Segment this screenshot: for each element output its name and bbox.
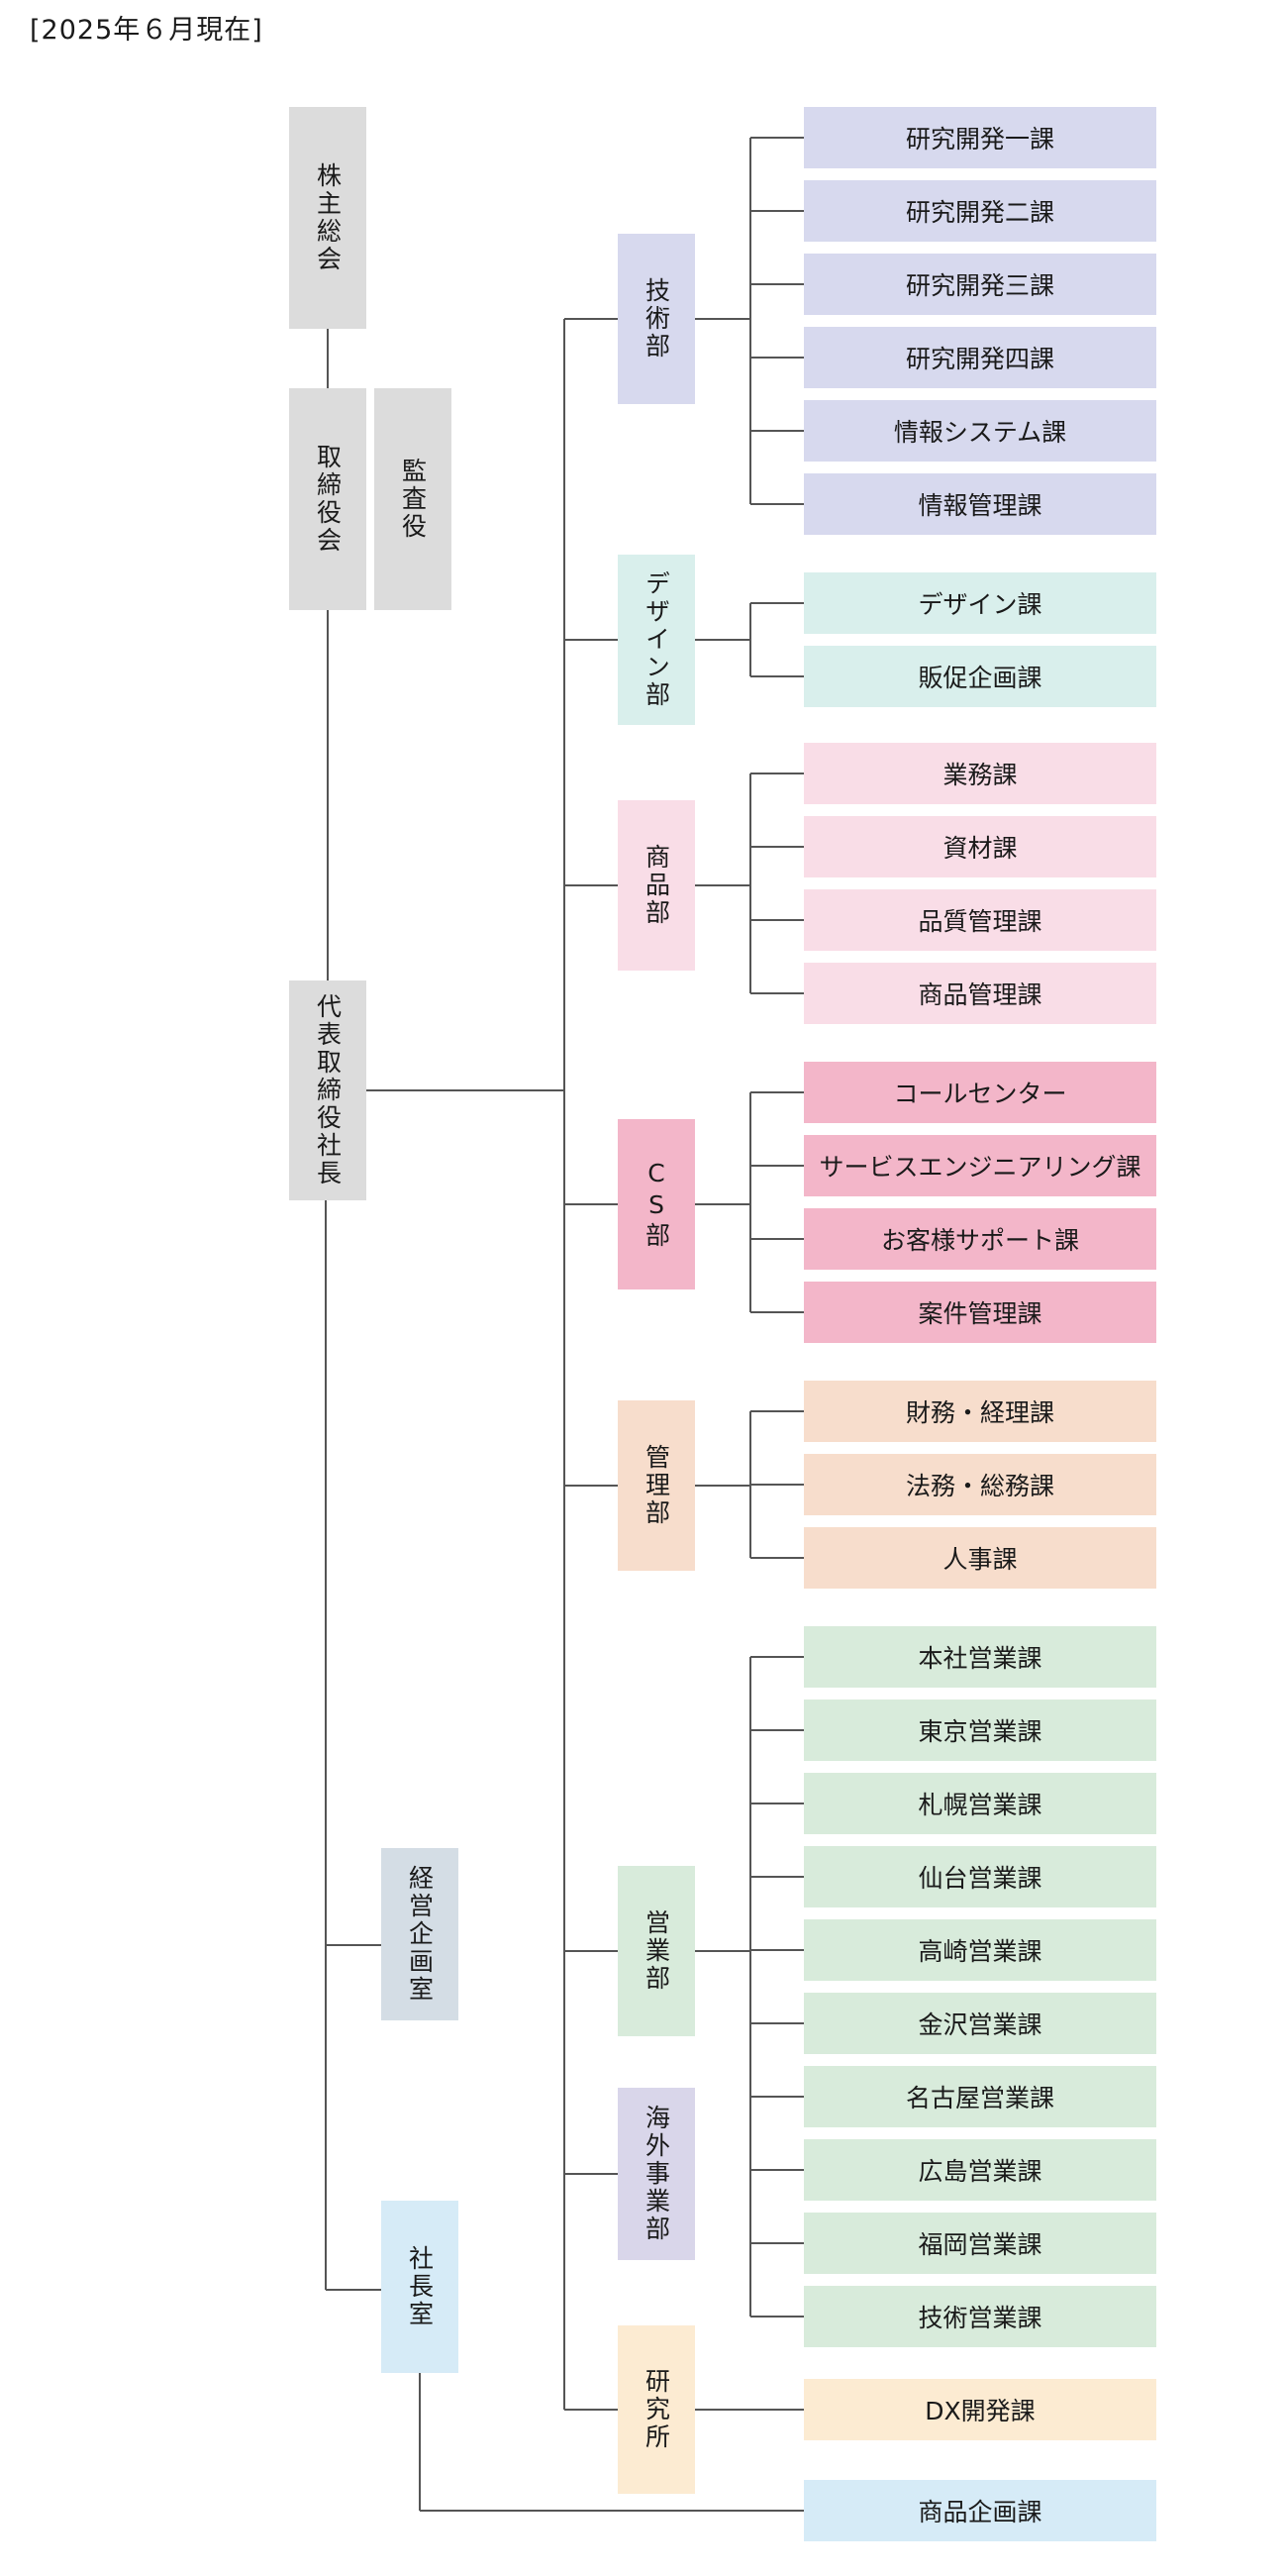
dept-1-box-label: 技術部 [642,277,671,361]
dept-8-box-label: 研究所 [642,2368,671,2451]
dept-8-box: 研究所 [618,2325,695,2494]
dept-6-section-3-label: 札幌営業課 [918,1791,1042,1819]
dept-4-section-3-label: お客様サポート課 [880,1226,1079,1255]
auditor-box-label: 監査役 [398,458,428,541]
dept-6-section-6-label: 金沢営業課 [918,2010,1042,2039]
auditor-box: 監査役 [374,388,451,610]
dept-4-section-4-label: 案件管理課 [918,1299,1042,1328]
dept-6-section-9-label: 福岡営業課 [918,2230,1042,2259]
dept-3-box-label: 商品部 [642,844,671,927]
shareholders-meeting-box-label: 株主総会 [313,162,343,273]
dept-8-section-1: DX開発課 [804,2379,1156,2440]
dept-6-section-7: 名古屋営業課 [804,2066,1156,2127]
dept-1-section-1: 研究開発一課 [804,107,1156,168]
dept-2-section-1-label: デザイン課 [918,590,1042,619]
board-of-directors-box-label: 取締役会 [313,444,343,555]
dept-6-section-4-label: 仙台営業課 [918,1864,1042,1893]
dept-6-section-5: 高崎営業課 [804,1919,1156,1981]
dept-3-section-2-label: 資材課 [942,834,1018,863]
dept-1-section-5: 情報システム課 [804,400,1156,462]
dept-4-section-2-label: サービスエンジニアリング課 [819,1153,1141,1182]
dept-6-box: 営業部 [618,1866,695,2036]
dept-6-section-2: 東京営業課 [804,1700,1156,1761]
dept-4-section-3: お客様サポート課 [804,1208,1156,1270]
dept-5-section-2-label: 法務・総務課 [905,1472,1054,1500]
dept-1-section-1-label: 研究開発一課 [905,125,1054,154]
dept-6-section-3: 札幌営業課 [804,1773,1156,1834]
dept-6-section-1: 本社営業課 [804,1626,1156,1688]
dept-3-section-2: 資材課 [804,816,1156,877]
dept-2-section-2-label: 販促企画課 [918,664,1042,692]
dept-1-section-6: 情報管理課 [804,473,1156,535]
dept-1-section-3-label: 研究開発三課 [905,271,1054,300]
dept-5-box: 管理部 [618,1400,695,1571]
dept-8-section-1-label: DX開発課 [925,2397,1036,2425]
president-box: 代表取締役社長 [289,980,366,1200]
dept-3-section-4-label: 商品管理課 [918,980,1042,1009]
dept-3-section-3: 品質管理課 [804,889,1156,951]
dept-5-section-3-label: 人事課 [942,1545,1018,1574]
dept-1-section-2-label: 研究開発二課 [905,198,1054,227]
dept-4-section-1-label: コールセンター [893,1080,1067,1108]
dept-1-section-5-label: 情報システム課 [893,418,1067,447]
shareholders-meeting-box: 株主総会 [289,107,366,329]
planning-office-box-label: 経営企画室 [405,1865,435,2004]
dept-1-section-6-label: 情報管理課 [918,491,1042,520]
dept-1-section-3: 研究開発三課 [804,254,1156,315]
dept-5-section-1: 財務・経理課 [804,1381,1156,1442]
product-planning-section-label: 商品企画課 [918,2498,1042,2526]
dept-6-section-10-label: 技術営業課 [918,2304,1042,2332]
planning-office-box: 経営企画室 [381,1848,458,2020]
dept-2-section-1: デザイン課 [804,572,1156,634]
dept-2-box: デザイン部 [618,555,695,725]
dept-3-section-4: 商品管理課 [804,963,1156,1024]
dept-6-section-5-label: 高崎営業課 [918,1937,1042,1966]
as-of-date-label: [2025年６月現在] [30,15,263,46]
dept-6-section-6: 金沢営業課 [804,1993,1156,2054]
president-office-box: 社長室 [381,2201,458,2373]
dept-4-section-4: 案件管理課 [804,1282,1156,1343]
dept-6-section-9: 福岡営業課 [804,2213,1156,2274]
dept-5-section-2: 法務・総務課 [804,1454,1156,1515]
president-office-box-label: 社長室 [405,2245,435,2328]
dept-3-section-3-label: 品質管理課 [918,907,1042,936]
dept-6-section-7-label: 名古屋営業課 [905,2084,1054,2112]
dept-2-section-2: 販促企画課 [804,646,1156,707]
dept-7-box: 海外事業部 [618,2088,695,2260]
dept-7-box-label: 海外事業部 [642,2105,671,2243]
dept-2-box-label: デザイン部 [642,570,671,709]
dept-4-section-1: コールセンター [804,1062,1156,1123]
product-planning-section: 商品企画課 [804,2480,1156,2541]
dept-6-section-8-label: 広島営業課 [918,2157,1042,2186]
dept-3-box: 商品部 [618,800,695,971]
dept-5-section-3: 人事課 [804,1527,1156,1589]
dept-5-box-label: 管理部 [642,1444,671,1527]
dept-4-section-2: サービスエンジニアリング課 [804,1135,1156,1196]
dept-1-box: 技術部 [618,234,695,404]
board-of-directors-box: 取締役会 [289,388,366,610]
dept-6-section-10: 技術営業課 [804,2286,1156,2347]
dept-3-section-1-label: 業務課 [942,761,1018,789]
dept-4-box-label: CS部 [642,1159,671,1250]
dept-6-section-1-label: 本社営業課 [918,1644,1042,1673]
dept-6-box-label: 営業部 [642,1909,671,1993]
dept-6-section-4: 仙台営業課 [804,1846,1156,1907]
dept-4-box: CS部 [618,1119,695,1289]
dept-1-section-4: 研究開発四課 [804,327,1156,388]
dept-1-section-2: 研究開発二課 [804,180,1156,242]
dept-6-section-2-label: 東京営業課 [918,1717,1042,1746]
dept-3-section-1: 業務課 [804,743,1156,804]
dept-6-section-8: 広島営業課 [804,2139,1156,2201]
dept-1-section-4-label: 研究開発四課 [905,345,1054,373]
president-box-label: 代表取締役社長 [313,993,343,1187]
dept-5-section-1-label: 財務・経理課 [905,1398,1054,1427]
